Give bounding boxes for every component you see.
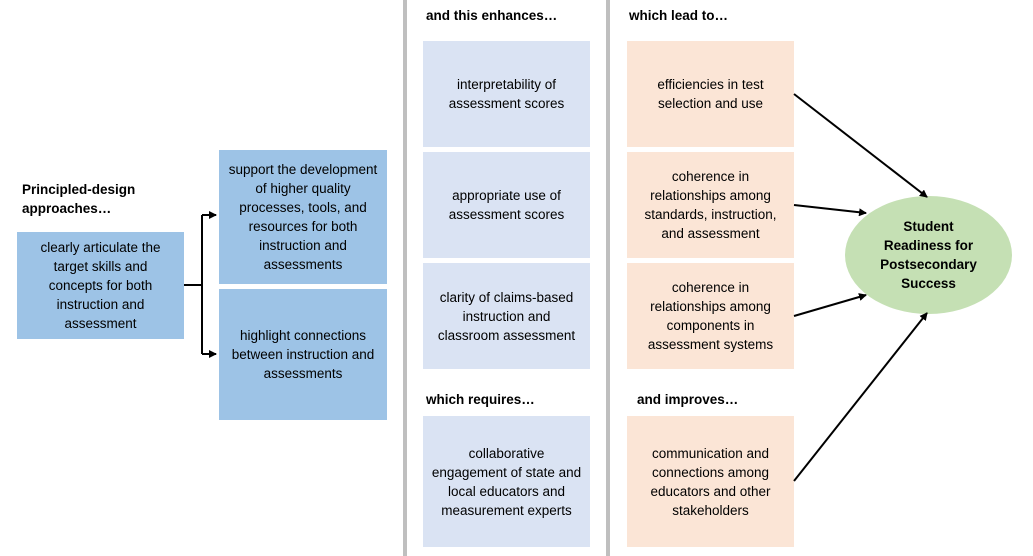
leads-to-heading: which lead to… [629, 8, 729, 23]
outcome-oval: Student Readiness for Postsecondary Succ… [845, 196, 1012, 314]
leads-to-coherence-components: coherence in relationships among compone… [627, 263, 794, 369]
support-development-box: support the development of higher qualit… [219, 150, 387, 284]
requires-collaborative-engagement: collaborative engagement of state and lo… [423, 416, 590, 547]
arrow-efficiencies-to-outcome [793, 93, 928, 198]
enhances-item-clarity-of-claims: clarity of claims-based instruction and … [423, 263, 590, 369]
left-heading: Principled-design approaches… [22, 182, 136, 216]
column-divider-right [606, 0, 610, 556]
improves-heading: and improves… [637, 392, 739, 407]
leads-to-efficiencies: efficiencies in test selection and use [627, 41, 794, 147]
enhances-heading: and this enhances… [426, 8, 558, 23]
enhances-item-interpretability: interpretability of assessment scores [423, 41, 590, 147]
column-divider-left [403, 0, 407, 556]
articulate-skills-box: clearly articulate the target skills and… [17, 232, 184, 339]
improves-communication: communication and connections among educ… [627, 416, 794, 547]
bracket-connector [184, 211, 217, 358]
leads-to-coherence-standards: coherence in relationships among standar… [627, 152, 794, 258]
enhances-item-appropriate-use: appropriate use of assessment scores [423, 152, 590, 258]
arrow-communication-to-outcome [793, 312, 928, 482]
arrow-coherence-components-to-outcome [793, 293, 867, 317]
outcome-label: Student Readiness for Postsecondary Succ… [880, 219, 977, 291]
requires-heading: which requires… [426, 392, 535, 407]
highlight-connections-box: highlight connections between instructio… [219, 289, 387, 420]
arrow-coherence-standards-to-outcome [793, 204, 867, 217]
